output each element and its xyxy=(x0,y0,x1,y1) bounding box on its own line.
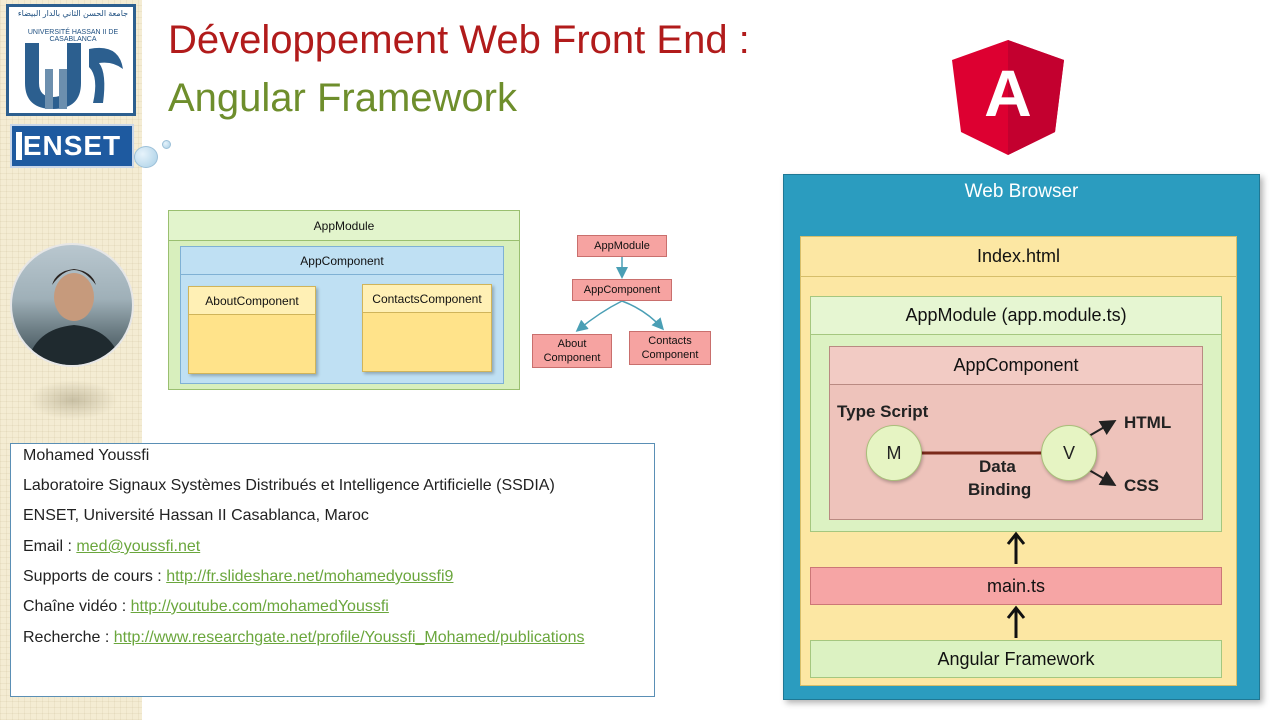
video-link[interactable]: http://youtube.com/mohamedYoussfi xyxy=(130,598,389,615)
university-name: UNIVERSITÉ HASSAN II DE CASABLANCA xyxy=(27,29,119,43)
enset-logo-label: ENSET xyxy=(22,130,122,161)
css-output-label: CSS xyxy=(1124,476,1159,495)
courses-link[interactable]: http://fr.slideshare.net/mohamedyoussfi9 xyxy=(166,568,454,585)
angular-framework-box: Angular Framework xyxy=(810,640,1222,678)
data-binding-connectors xyxy=(921,419,1117,487)
uh-logo-icon xyxy=(25,43,123,109)
email-link[interactable]: med@youssfi.net xyxy=(76,538,201,555)
enset-logo-bar-icon xyxy=(16,132,22,160)
tree-node-appcomponent: AppComponent xyxy=(572,279,672,301)
contacts-component-box: ContactsComponent xyxy=(362,284,492,372)
bootstrap-arrows xyxy=(1006,531,1026,638)
photo-shadow xyxy=(28,380,118,420)
person-silhouette-icon xyxy=(26,269,122,365)
app-module-label: AppModule (app.module.ts) xyxy=(811,297,1221,335)
main-ts-box: main.ts xyxy=(810,567,1222,605)
bubble-small-icon xyxy=(162,140,171,149)
courses-label: Supports de cours : xyxy=(23,568,167,585)
author-name: Mohamed Youssfi xyxy=(23,447,150,464)
slide-subtitle: Angular Framework xyxy=(168,76,518,120)
html-output-label: HTML xyxy=(1124,413,1172,432)
index-html-label: Index.html xyxy=(801,237,1236,277)
data-binding-label-line1: Data xyxy=(979,457,1016,476)
university-arabic-name: جامعة الحسن الثاني بالدار البيضاء xyxy=(17,9,129,18)
author-info-box: Mohamed Youssfi Laboratoire Signaux Syst… xyxy=(10,443,655,697)
model-node-label: M xyxy=(886,442,902,463)
bubble-icon xyxy=(134,146,158,168)
research-link[interactable]: http://www.researchgate.net/profile/Yous… xyxy=(113,629,585,646)
tree-node-about-line1: About xyxy=(557,338,587,350)
author-photo xyxy=(10,243,134,367)
video-row: Chaîne vidéo : http://youtube.com/mohame… xyxy=(23,598,389,616)
type-script-label: Type Script xyxy=(837,402,929,421)
angular-logo-letter: A xyxy=(984,56,1032,130)
appmodule-label: AppModule xyxy=(169,211,519,241)
tree-node-about: About Component xyxy=(532,334,612,368)
enset-logo: ENSET xyxy=(10,124,134,168)
angular-framework-label: Angular Framework xyxy=(937,648,1095,669)
appcomponent-label: AppComponent xyxy=(181,247,503,275)
model-node: M xyxy=(866,425,922,481)
video-label: Chaîne vidéo : xyxy=(23,598,131,615)
slide-title: Développement Web Front End : xyxy=(168,18,750,62)
university-logo: جامعة الحسن الثاني بالدار البيضاء UNIVER… xyxy=(6,4,136,116)
tree-node-contacts-line1: Contacts xyxy=(648,335,692,347)
email-label: Email : xyxy=(23,538,77,555)
contacts-component-label: ContactsComponent xyxy=(363,285,491,313)
research-row: Recherche : http://www.researchgate.net/… xyxy=(23,629,585,647)
about-component-box: AboutComponent xyxy=(188,286,316,374)
tree-node-appmodule: AppModule xyxy=(577,235,667,257)
email-row: Email : med@youssfi.net xyxy=(23,538,200,556)
main-ts-label: main.ts xyxy=(986,575,1046,596)
web-browser-label: Web Browser xyxy=(964,181,1079,202)
courses-row: Supports de cours : http://fr.slideshare… xyxy=(23,568,453,586)
author-school: ENSET, Université Hassan II Casablanca, … xyxy=(23,507,369,524)
tree-node-about-line2: Component xyxy=(543,352,601,364)
data-binding-label-line2: Binding xyxy=(968,480,1032,499)
tree-node-contacts-line2: Component xyxy=(641,349,699,361)
app-component-label: AppComponent xyxy=(830,347,1202,385)
component-tree-connectors xyxy=(575,256,664,332)
view-node: V xyxy=(1041,425,1097,481)
tree-node-contacts: Contacts Component xyxy=(629,331,711,365)
angular-logo-icon: A xyxy=(952,40,1064,155)
author-lab: Laboratoire Signaux Systèmes Distribués … xyxy=(23,477,555,494)
view-node-label: V xyxy=(1062,442,1075,463)
about-component-label: AboutComponent xyxy=(189,287,315,315)
research-label: Recherche : xyxy=(23,629,114,646)
